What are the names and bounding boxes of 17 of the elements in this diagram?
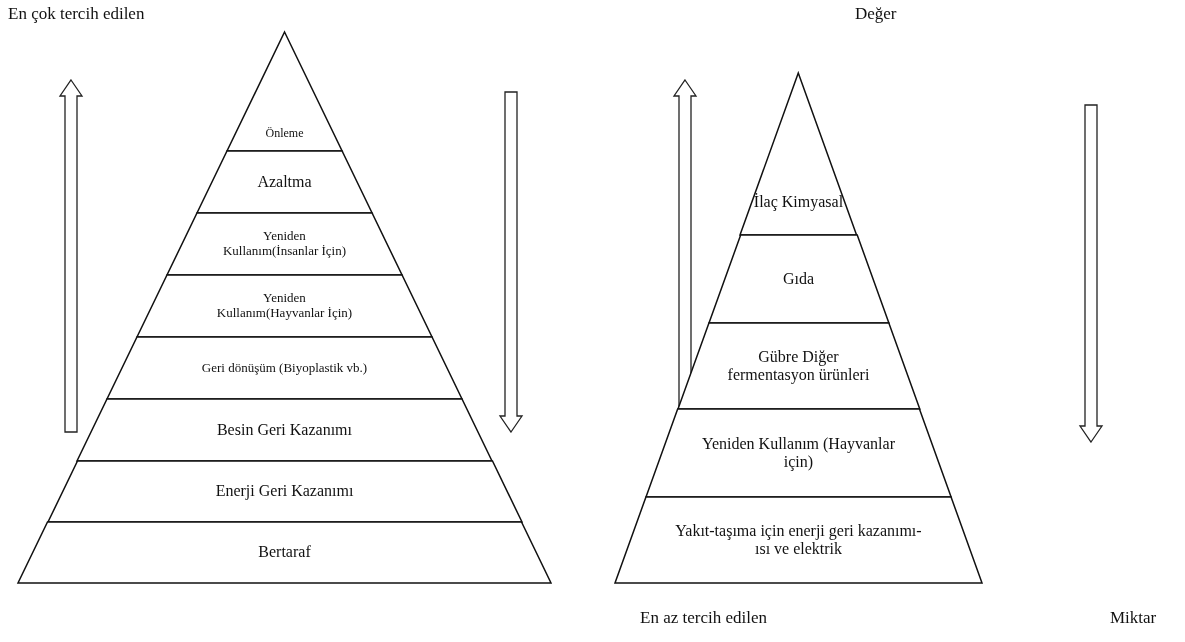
tier-label: Yeniden Kullanım (Hayvanlar için) <box>701 434 896 472</box>
axis-caption: Miktar <box>1110 608 1157 628</box>
tier-label: Besin Geri Kazanımı <box>215 420 353 440</box>
tier-label: Yeniden Kullanım(İnsanlar İçin) <box>221 229 348 259</box>
tier-label: Geri dönüşüm (Biyoplastik vb.) <box>200 360 369 376</box>
tier-label: Azaltma <box>256 172 313 192</box>
axis-caption: En çok tercih edilen <box>8 4 145 24</box>
tier-label: Önleme <box>264 127 305 141</box>
tier-label: Enerji Geri Kazanımı <box>214 482 355 501</box>
tier-label: Yakıt-taşıma için enerji geri kazanımı-ısı ve elektrik <box>674 521 923 559</box>
tier-label: Bertaraf <box>257 543 312 562</box>
axis-caption: Değer <box>855 4 897 24</box>
axis-caption: En az tercih edilen <box>640 608 767 628</box>
tier-label: Gıda <box>781 269 816 289</box>
tier-label: Yeniden Kullanım(Hayvanlar İçin) <box>215 291 354 321</box>
tier-label: İlaç Kimyasal <box>752 192 845 211</box>
tier-label: Gübre Diğer fermentasyon ürünleri <box>726 347 871 385</box>
